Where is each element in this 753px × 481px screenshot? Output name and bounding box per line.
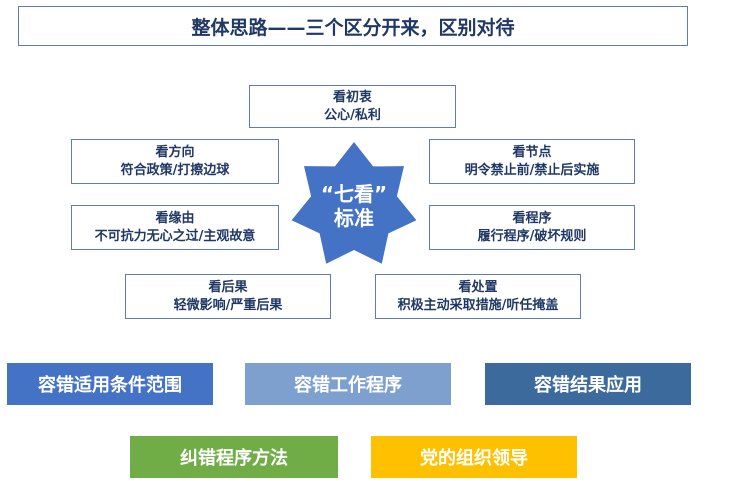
criterion-head: 看处置 — [458, 279, 498, 295]
criterion-detail: 不可抗力无心之过/主观故意 — [94, 228, 256, 244]
criterion-intention: 看初衷 公心/私利 — [249, 85, 456, 128]
criterion-detail: 履行程序/破坏规则 — [477, 228, 587, 244]
bar-tolerance-results: 容错结果应用 — [485, 363, 691, 405]
criterion-head: 看方向 — [155, 144, 195, 160]
bar-label: 容错适用条件范围 — [38, 375, 182, 396]
criterion-head: 看缘由 — [155, 210, 195, 226]
star-label: “七看” 标准 — [288, 140, 420, 272]
criterion-consequence: 看后果 轻微影响/严重后果 — [125, 274, 331, 319]
criterion-head: 看节点 — [512, 144, 552, 160]
criterion-head: 看后果 — [208, 279, 248, 295]
criterion-handling: 看处置 积极主动采取措施/听任掩盖 — [375, 274, 581, 319]
bar-label: 容错结果应用 — [534, 375, 642, 396]
bar-tolerance-scope: 容错适用条件范围 — [7, 363, 213, 405]
bar-label: 党的组织领导 — [420, 448, 528, 469]
seven-views-star: “七看” 标准 — [288, 140, 420, 272]
bar-party-leadership: 党的组织领导 — [371, 436, 577, 478]
bar-label: 容错工作程序 — [294, 375, 402, 396]
criterion-head: 看初衷 — [332, 89, 372, 105]
criterion-timing: 看节点 明令禁止前/禁止后实施 — [429, 139, 635, 184]
criterion-cause: 看缘由 不可抗力无心之过/主观故意 — [71, 205, 279, 250]
criterion-detail: 积极主动采取措施/听任掩盖 — [397, 297, 559, 313]
criterion-procedure: 看程序 履行程序/破坏规则 — [429, 205, 635, 250]
page-title: 整体思路——三个区分开来，区别对待 — [18, 6, 688, 46]
criterion-detail: 符合政策/打擦边球 — [120, 162, 230, 178]
star-shape — [291, 142, 417, 264]
bar-correction-method: 纠错程序方法 — [130, 436, 338, 478]
bar-tolerance-procedure: 容错工作程序 — [245, 363, 451, 405]
criterion-direction: 看方向 符合政策/打擦边球 — [71, 139, 279, 184]
criterion-detail: 明令禁止前/禁止后实施 — [464, 162, 600, 178]
criterion-detail: 轻微影响/严重后果 — [173, 297, 283, 313]
bar-label: 纠错程序方法 — [180, 448, 288, 469]
criterion-head: 看程序 — [512, 210, 552, 226]
star-label-line1: “七看” — [320, 182, 388, 206]
criterion-detail: 公心/私利 — [324, 107, 381, 123]
star-label-line2: 标准 — [334, 206, 374, 230]
